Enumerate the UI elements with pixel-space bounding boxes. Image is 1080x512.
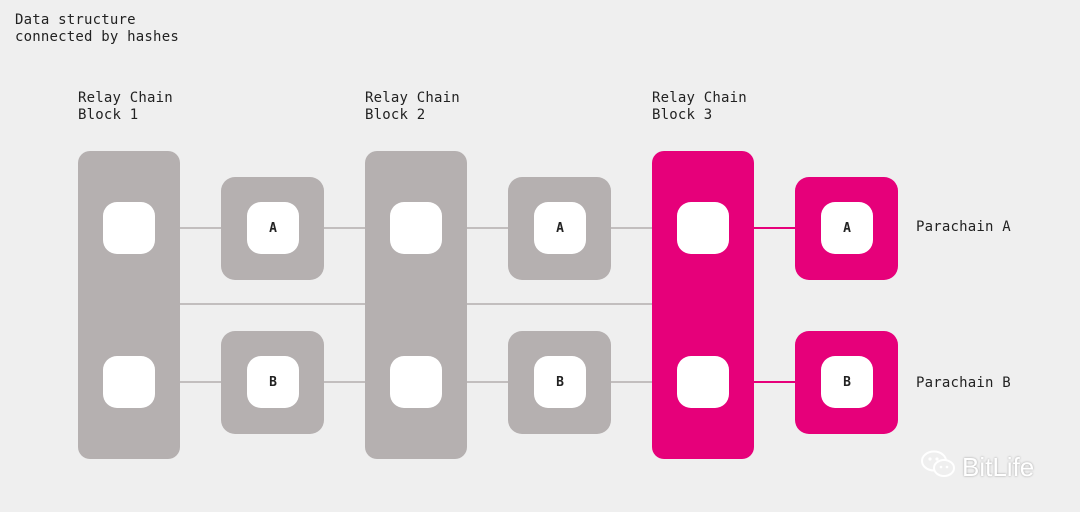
- parachain-a-label: Parachain A: [916, 219, 1011, 235]
- parachain-a-block-1: A: [221, 177, 324, 280]
- parachain-a-block-2: A: [508, 177, 611, 280]
- parachain-a-block-3-cell: A: [821, 202, 873, 254]
- hash-link-row-a-2: [323, 227, 365, 229]
- parachain-b-block-2-cell: B: [534, 356, 586, 408]
- chat-bubble-icon: [920, 449, 956, 486]
- parachain-a-block-3: A: [795, 177, 898, 280]
- relay-block-3-slot-a: [677, 202, 729, 254]
- hash-link-row-b-4: [611, 381, 653, 383]
- parachain-b-block-1: B: [221, 331, 324, 434]
- parachain-b-block-1-cell: B: [247, 356, 299, 408]
- relay-block-3-slot-b: [677, 356, 729, 408]
- parachain-b-block-3: B: [795, 331, 898, 434]
- relay-block-1-slot-b: [103, 356, 155, 408]
- parachain-b-block-2: B: [508, 331, 611, 434]
- hash-link-row-a-4: [611, 227, 653, 229]
- hash-link-middle-2: [467, 303, 653, 305]
- relay-block-2-slot-a: [390, 202, 442, 254]
- hash-link-row-b-3: [467, 381, 509, 383]
- relay-block-2-slot-b: [390, 356, 442, 408]
- watermark: BitLife: [920, 450, 1034, 484]
- parachain-a-block-1-cell: A: [247, 202, 299, 254]
- watermark-text: BitLife: [962, 451, 1035, 482]
- relay-chain-block-3: [652, 151, 754, 459]
- parachain-b-block-3-cell: B: [821, 356, 873, 408]
- hash-link-middle-1: [180, 303, 365, 305]
- hash-link-row-b-1: [180, 381, 222, 383]
- relay-block-2-label: Relay Chain Block 2: [365, 90, 460, 123]
- hash-link-row-a-3: [467, 227, 509, 229]
- relay-block-1-label: Relay Chain Block 1: [78, 90, 173, 123]
- relay-block-1-slot-a: [103, 202, 155, 254]
- hash-link-row-b-2: [323, 381, 365, 383]
- diagram-title: Data structure connected by hashes: [15, 12, 179, 45]
- hash-link-row-a-5: [754, 227, 796, 229]
- relay-block-3-label: Relay Chain Block 3: [652, 90, 747, 123]
- hash-link-row-a-1: [180, 227, 222, 229]
- relay-chain-block-1: [78, 151, 180, 459]
- relay-chain-block-2: [365, 151, 467, 459]
- hash-link-row-b-5: [754, 381, 796, 383]
- parachain-a-block-2-cell: A: [534, 202, 586, 254]
- parachain-b-label: Parachain B: [916, 375, 1011, 391]
